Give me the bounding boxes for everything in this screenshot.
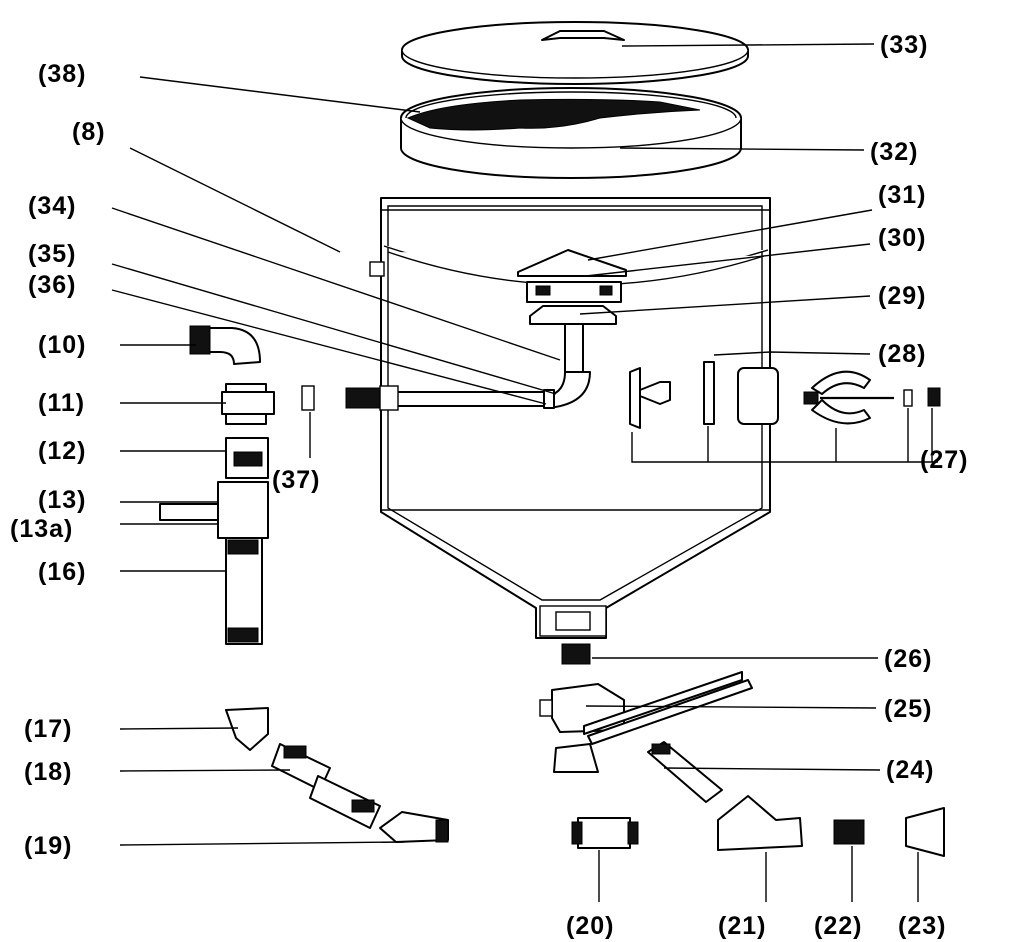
left-side-parts (159, 325, 449, 843)
label-13: (13) (38, 486, 86, 514)
label-27: (27) (920, 446, 968, 474)
label-11: (11) (38, 389, 85, 417)
label-19: (19) (24, 832, 72, 860)
sight-glass-parts-27 (629, 361, 941, 463)
label-21: (21) (718, 912, 766, 940)
label-36: (36) (28, 271, 76, 299)
label-25: (25) (884, 695, 932, 723)
label-8: (8) (72, 118, 106, 146)
label-24: (24) (886, 756, 934, 784)
perforated-screen-part-38 (406, 98, 701, 131)
label-29: (29) (878, 282, 926, 310)
label-28: (28) (878, 340, 926, 368)
label-32: (32) (870, 138, 918, 166)
label-33: (33) (880, 31, 928, 59)
label-34: (34) (28, 192, 76, 220)
label-26: (26) (884, 645, 932, 673)
label-18: (18) (24, 758, 72, 786)
label-20: (20) (566, 912, 614, 940)
screen-ring-part-32 (400, 87, 742, 179)
label-16: (16) (38, 558, 86, 586)
label-23: (23) (898, 912, 946, 940)
outlet-assembly (539, 643, 945, 857)
lid-part-33 (401, 21, 749, 85)
label-37: (37) (272, 466, 320, 494)
label-35: (35) (28, 240, 76, 268)
internal-hardware (345, 249, 627, 411)
label-31: (31) (878, 181, 926, 209)
label-38: (38) (38, 60, 86, 88)
leader-lines (111, 43, 919, 902)
label-12: (12) (38, 437, 86, 465)
part-labels: (38) (8) (34) (35) (36) (10) (11) (12) (… (10, 31, 968, 940)
label-13a: (13a) (10, 515, 73, 543)
label-30: (30) (878, 224, 926, 252)
label-22: (22) (814, 912, 862, 940)
label-17: (17) (24, 715, 72, 743)
label-10: (10) (38, 331, 86, 359)
